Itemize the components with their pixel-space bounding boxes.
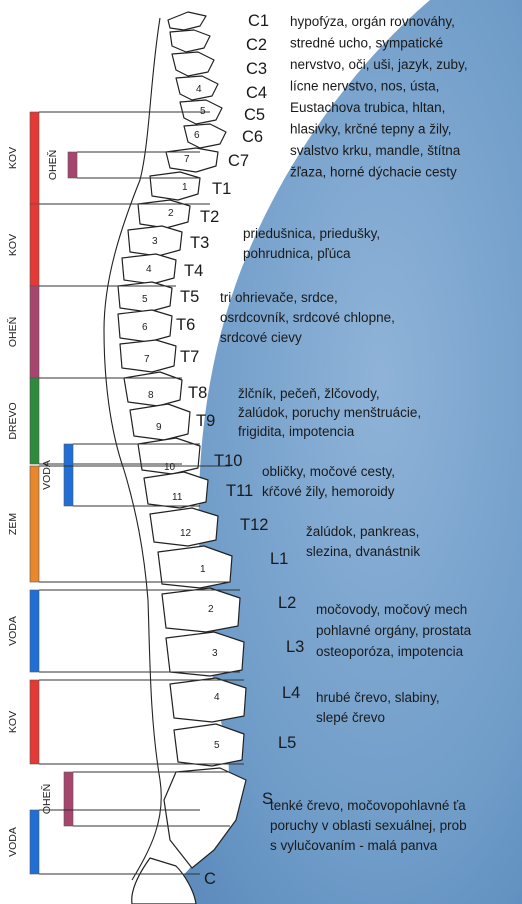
vertebra-l2	[162, 588, 240, 632]
segment-label-t9: T9	[196, 412, 215, 430]
vertebra-number: 2	[168, 208, 174, 219]
description-line: žľaza, horné dýchacie cesty	[290, 165, 457, 180]
description-line: kŕčové žily, hemoroidy	[262, 484, 395, 499]
vertebra-number: 6	[194, 130, 200, 141]
description-line: hrubé črevo, slabiny,	[316, 690, 440, 705]
segment-label-t2: T2	[200, 208, 219, 226]
segment-label-c1: C1	[248, 12, 269, 30]
vertebra-number: 6	[142, 322, 148, 333]
vertebra-number: 9	[156, 422, 162, 433]
vertebra-number: 7	[144, 354, 150, 365]
vertebra-number: 5	[200, 106, 206, 117]
segment-label-l4: L4	[282, 684, 300, 702]
description-line: priedušnica, priedušky,	[243, 226, 380, 241]
segment-label-t10: T10	[214, 452, 242, 470]
vertebra-t12	[150, 508, 218, 546]
description-line: stredné ucho, sympatické	[290, 36, 443, 51]
vertebra-c1	[168, 12, 206, 30]
vertebra-c6	[184, 124, 226, 148]
element-label: OHEŇ	[6, 317, 19, 347]
vertebra-number: 2	[208, 604, 214, 615]
element-label: ZEM	[7, 513, 19, 535]
description-line: tenké črevo, močovopohlavné ťa	[270, 798, 466, 813]
description-line: hypofýza, orgán rovnováhy,	[290, 14, 455, 29]
coccyx	[132, 858, 196, 904]
segment-label-c2: C2	[246, 36, 267, 54]
segment-label-l5: L5	[278, 734, 296, 752]
element-label: VODA	[41, 460, 53, 490]
vertebra-number: 1	[182, 182, 188, 193]
vertebra-number: 4	[196, 84, 202, 95]
vertebra-number: 5	[142, 294, 148, 305]
vertebra-number: 4	[214, 692, 220, 703]
element-label: KOV	[7, 711, 19, 733]
description-line: nervstvo, oči, uši, jazyk, zuby,	[290, 57, 468, 72]
description-line: svalstvo krku, mandle, štítna	[290, 143, 461, 158]
segment-label-t6: T6	[176, 316, 195, 334]
vertebra-number: 1	[200, 564, 206, 575]
description-line: hlasivky, krčné tepny a žily,	[290, 122, 452, 137]
segment-label-c3: C3	[246, 60, 267, 78]
segment-label-l3: L3	[286, 638, 304, 656]
vertebra-number: 4	[146, 264, 152, 275]
segment-label-t5: T5	[180, 288, 199, 306]
description-block: tenké črevo, močovopohlavné ťa poruchy v …	[270, 798, 467, 853]
description-line: obličky, močové cesty,	[262, 464, 395, 479]
vertebra-number: 3	[152, 236, 158, 247]
description-line: žlčník, pečeň, žlčovody,	[238, 386, 380, 401]
element-label: VODA	[7, 827, 19, 857]
description-line: lícne nervstvo, nos, ústa,	[290, 79, 439, 94]
description-line: tri ohrievače, srdce,	[220, 290, 338, 305]
segment-label-t1: T1	[212, 180, 231, 198]
description-line: slepé črevo	[316, 710, 385, 725]
element-label: KOV	[7, 147, 19, 169]
description-line: močovody, močový mech	[316, 602, 467, 617]
segment-label-t12: T12	[240, 516, 268, 534]
description-line: srdcové cievy	[220, 330, 302, 345]
description-line: pohlavné orgány, prostata	[316, 623, 472, 638]
description-line: frigidita, impotencia	[238, 424, 355, 439]
segment-label-t11: T11	[226, 482, 253, 500]
vertebra-c2	[170, 30, 210, 52]
element-label: OHEŇ	[46, 150, 59, 180]
vertebra-number: 10	[164, 462, 176, 473]
segment-label-c4: C4	[246, 84, 267, 102]
element-label: KOV	[7, 234, 19, 256]
vertebra-number: 11	[172, 492, 183, 503]
description-line: osteoporóza, impotencia	[316, 644, 464, 659]
segment-label-l2: L2	[278, 594, 296, 612]
vertebra-l5	[174, 724, 244, 766]
vertebra-number: 5	[214, 740, 220, 751]
description-line: žalúdok, pankreas,	[306, 524, 419, 539]
vertebra-number: 7	[184, 154, 190, 165]
segment-label-t8: T8	[188, 384, 207, 402]
vertebra-l4	[170, 678, 246, 722]
vertebra-t1	[150, 172, 200, 200]
segment-label-c5: C5	[244, 106, 265, 124]
segment-label-t7: T7	[180, 348, 199, 366]
description-line: pohrudnica, pľúca	[243, 246, 351, 261]
element-label: VODA	[7, 616, 19, 646]
segment-label-c6: C6	[242, 128, 263, 146]
vertebra-number: 8	[148, 390, 154, 401]
segment-label-t3: T3	[190, 234, 209, 252]
vertebra-c3	[172, 52, 214, 76]
description-line: žalúdok, poruchy menštruácie,	[238, 405, 421, 420]
description-line: osrdcovník, srdcové chlopne,	[220, 310, 395, 325]
segment-label-c: C	[204, 870, 216, 888]
description-line: Eustachova trubica, hltan,	[290, 100, 445, 115]
segment-label-l1: L1	[270, 550, 288, 568]
segment-label-t4: T4	[184, 262, 203, 280]
description-line: s vylučovaním - malá panva	[270, 838, 438, 853]
vertebra-number: 3	[212, 648, 218, 659]
description-block: močovody, močový mech pohlavné orgány, pr…	[316, 602, 472, 659]
vertebra-l3	[166, 632, 244, 676]
segment-label-c7: C7	[228, 152, 249, 170]
description-line: slezina, dvanástnik	[306, 544, 420, 559]
element-label: DREVO	[7, 402, 19, 439]
vertebra-number: 12	[180, 528, 192, 539]
description-line: poruchy v oblasti sexuálnej, prob	[270, 818, 467, 833]
